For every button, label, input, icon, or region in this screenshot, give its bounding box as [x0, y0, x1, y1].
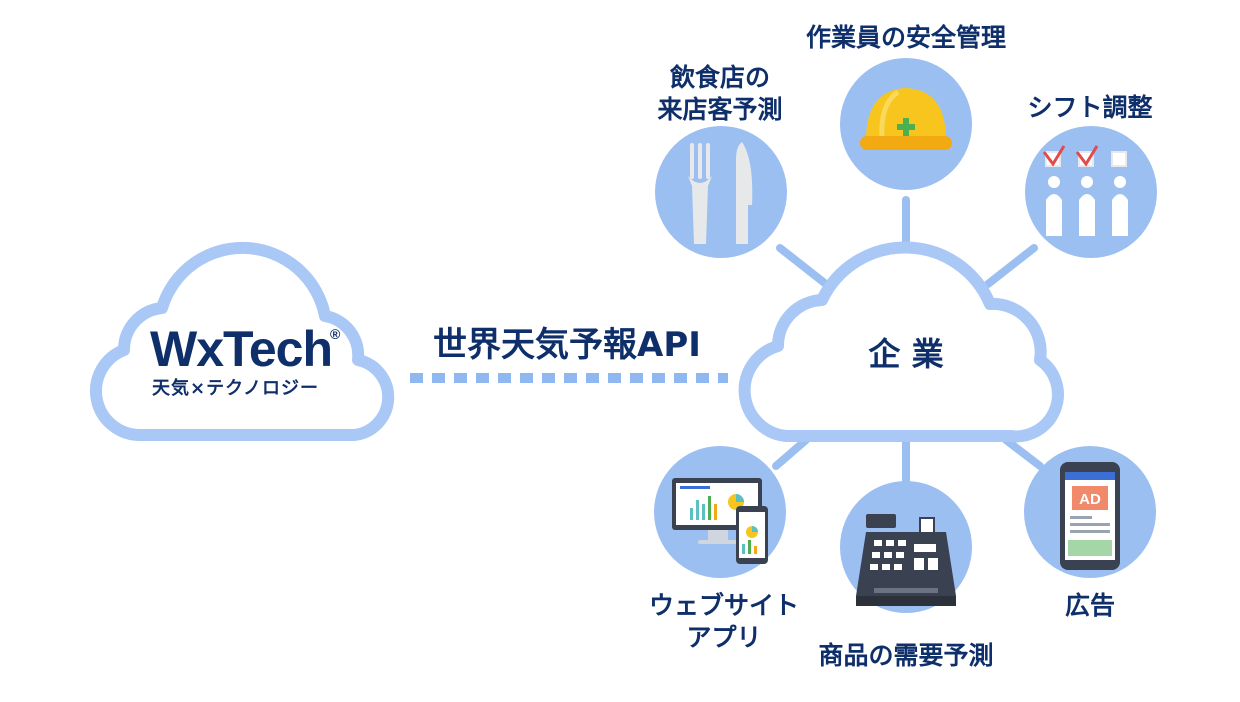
label-restaurant-line1: 飲食店の — [669, 63, 770, 92]
registered-mark: ® — [330, 326, 341, 342]
label-ads: 広告 — [1064, 591, 1115, 620]
label-restaurant: 飲食店の 来店客予測 — [630, 62, 810, 126]
phone-ad-icon: AD — [1060, 462, 1120, 570]
spoke-webapp — [772, 436, 810, 470]
label-shift: シフト調整 — [1027, 93, 1153, 122]
cash-register-icon — [856, 514, 956, 606]
label-safety: 作業員の安全管理 — [805, 23, 1006, 52]
wxtech-logo: WxTech ® 天気×テクノロジー — [150, 322, 340, 402]
label-restaurant-line2: 来店客予測 — [657, 95, 783, 124]
wxtech-cloud — [89, 241, 395, 441]
ad-badge-text: AD — [1079, 491, 1101, 508]
brand-name: WxTech — [150, 321, 333, 377]
label-webapp: ウェブサイト アプリ — [636, 590, 812, 654]
spoke-ads — [1002, 436, 1044, 470]
hard-hat-icon — [860, 88, 952, 150]
company-cloud — [738, 241, 1064, 443]
circle-safety — [840, 58, 972, 190]
brand-tagline: 天気×テクノロジー — [152, 378, 320, 399]
circle-shift — [1025, 126, 1157, 258]
api-label: 世界天気予報API — [433, 325, 701, 365]
fork-knife-icon — [688, 142, 753, 244]
monitor-phone-icon — [672, 478, 768, 564]
label-webapp-line1: ウェブサイト — [648, 591, 799, 620]
label-demand: 商品の需要予測 — [818, 641, 994, 670]
hub-label: 企 業 — [868, 335, 944, 373]
circle-demand — [840, 481, 972, 613]
circle-restaurant — [655, 126, 787, 258]
shift-checklist-icon — [1042, 145, 1128, 236]
label-webapp-line2: アプリ — [686, 623, 762, 652]
circle-webapp — [654, 446, 786, 578]
circle-ads: AD — [1024, 446, 1156, 578]
spoke-shift — [984, 244, 1038, 288]
